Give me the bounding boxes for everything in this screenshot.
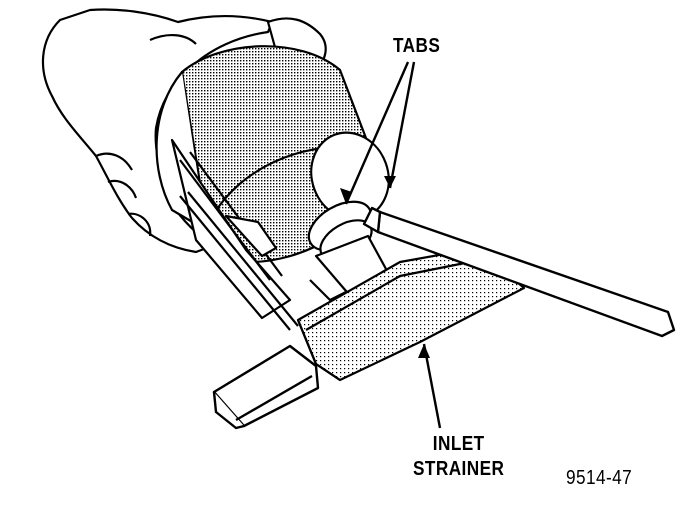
inlet-strainer-label: INLET STRAINER <box>413 432 504 482</box>
inlet-label-line1: INLET <box>432 433 485 455</box>
tabs-arrowhead-1 <box>340 188 352 204</box>
inlet-label-line2: STRAINER <box>413 458 505 480</box>
strainer-arrowhead <box>418 344 430 358</box>
wire-lead <box>179 191 299 331</box>
inlet-strainer <box>296 246 526 382</box>
screwdriver <box>362 206 676 338</box>
tabs-arrowhead-2 <box>384 176 396 188</box>
electrical-connector <box>212 344 320 430</box>
figure-number: 9514-47 <box>566 467 633 489</box>
tabs-leader-lines <box>344 61 416 205</box>
tabs-label: TABS <box>393 35 441 57</box>
